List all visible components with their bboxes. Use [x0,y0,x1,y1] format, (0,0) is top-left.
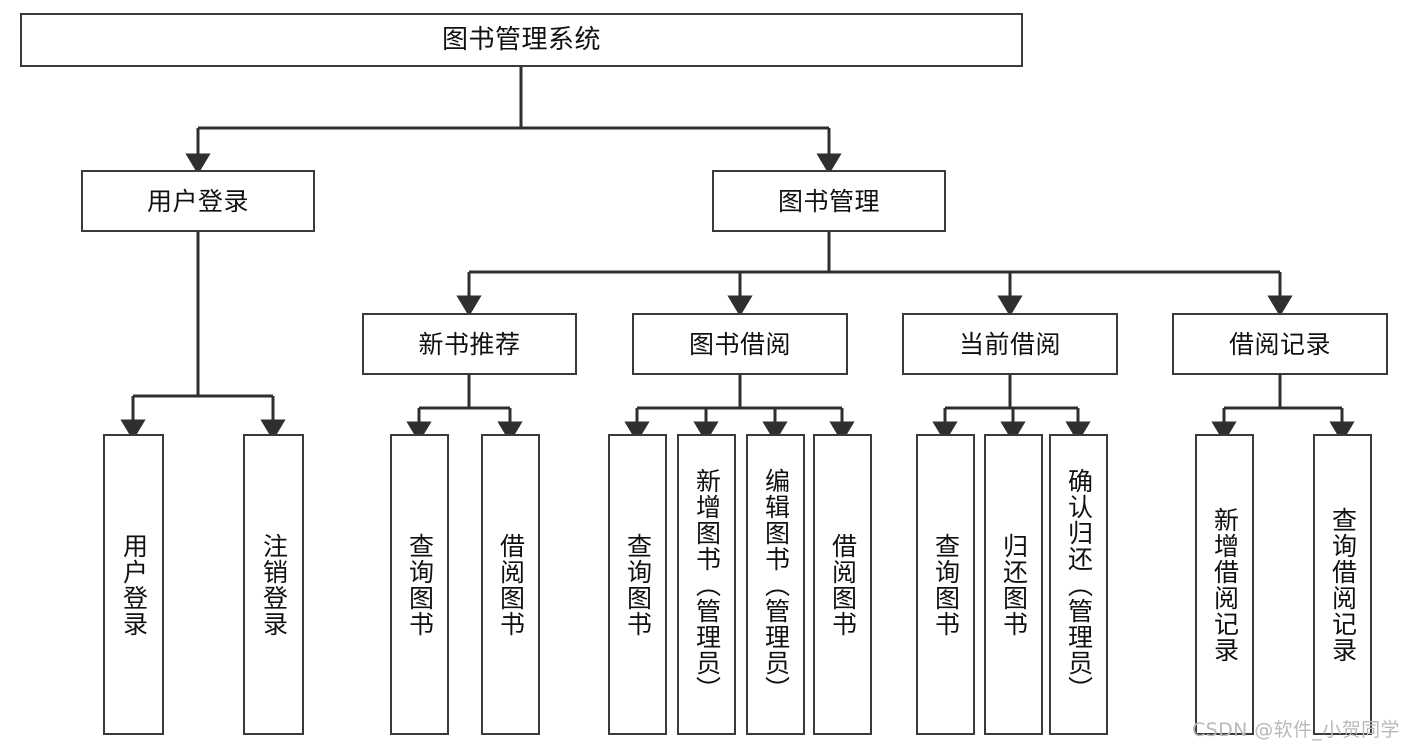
node-label: 查询借阅记录 [1328,506,1358,663]
node-current-borrowing[interactable]: 当前借阅 [902,313,1118,375]
node-label: 用户登录 [146,186,249,216]
leaf-add-book-admin[interactable]: 新增图书（管理员） [677,434,736,735]
node-book-borrowing[interactable]: 图书借阅 [632,313,848,375]
leaf-query-books-recommend[interactable]: 查询图书 [390,434,449,735]
node-user-login[interactable]: 用户登录 [81,170,315,232]
node-label: 新增借阅记录 [1210,506,1240,663]
node-label: 当前借阅 [958,329,1061,359]
node-label: 确认归还（管理员） [1064,467,1094,702]
node-label: 新增图书（管理员） [692,467,722,702]
node-label: 新书推荐 [418,329,521,359]
leaf-query-books-borrow[interactable]: 查询图书 [608,434,667,735]
leaf-borrow-books[interactable]: 借阅图书 [813,434,872,735]
leaf-query-books-current[interactable]: 查询图书 [916,434,975,735]
node-label: 归还图书 [999,532,1029,637]
node-borrow-records[interactable]: 借阅记录 [1172,313,1388,375]
leaf-borrow-books-recommend[interactable]: 借阅图书 [481,434,540,735]
node-label: 注销登录 [259,532,289,637]
node-new-book-recommendation[interactable]: 新书推荐 [362,313,577,375]
node-label: 用户登录 [119,532,149,637]
node-label: 借阅图书 [828,532,858,637]
node-label: 借阅图书 [496,532,526,637]
node-root-book-management-system[interactable]: 图书管理系统 [20,13,1023,67]
leaf-edit-book-admin[interactable]: 编辑图书（管理员） [746,434,805,735]
node-label: 查询图书 [931,532,961,637]
leaf-logout[interactable]: 注销登录 [243,434,304,735]
node-label: 查询图书 [405,532,435,637]
leaf-return-books[interactable]: 归还图书 [984,434,1043,735]
node-label: 图书借阅 [688,329,791,359]
csdn-watermark: CSDN @软件_小贺同学 [1192,719,1400,741]
leaf-query-borrow-record[interactable]: 查询借阅记录 [1313,434,1372,735]
node-label: 编辑图书（管理员） [761,467,791,702]
leaf-confirm-return-admin[interactable]: 确认归还（管理员） [1049,434,1108,735]
node-label: 借阅记录 [1228,329,1331,359]
leaf-user-login[interactable]: 用户登录 [103,434,164,735]
node-label: 查询图书 [623,532,653,637]
node-book-management[interactable]: 图书管理 [712,170,946,232]
node-label: 图书管理系统 [441,24,601,55]
leaf-add-borrow-record[interactable]: 新增借阅记录 [1195,434,1254,735]
node-label: 图书管理 [777,186,880,216]
